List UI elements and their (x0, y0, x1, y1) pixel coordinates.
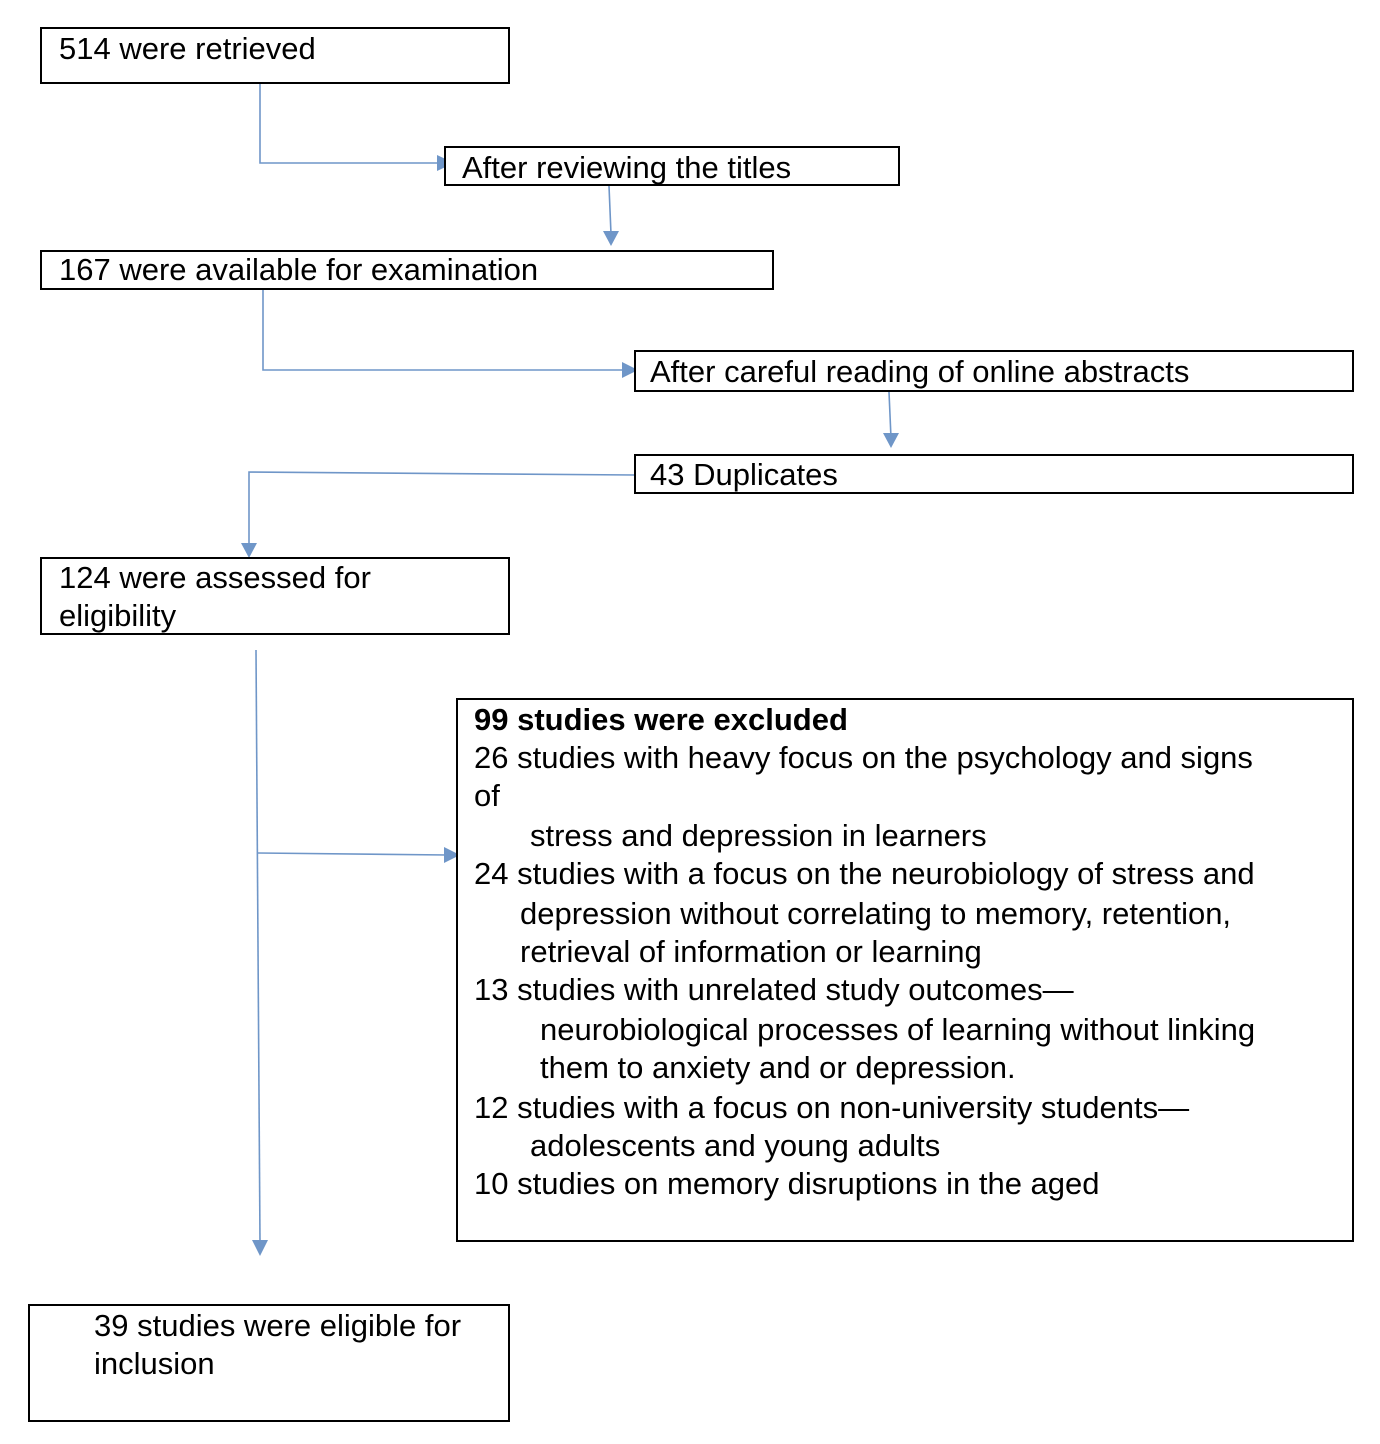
connector-branch-to-excluded (257, 852, 449, 856)
arrowhead-eligible (252, 1240, 268, 1256)
abstracts-label: After careful reading of online abstract… (650, 354, 1190, 389)
connector-duplicates-to-assessed (248, 471, 636, 546)
arrowhead-assessed (241, 543, 257, 558)
excluded-line: adolescents and young adults (530, 1128, 941, 1163)
available-label: 167 were available for examination (59, 252, 539, 287)
box-duplicates (634, 454, 1354, 494)
arrowhead-abstracts (622, 362, 638, 378)
box-available (40, 250, 774, 290)
excluded-line: 13 studies with unrelated study outcomes… (474, 972, 1074, 1007)
assessed-label-line2: eligibility (59, 598, 177, 633)
excluded-line: 12 studies with a focus on non-universit… (474, 1090, 1190, 1125)
connector-available-to-abstracts (262, 290, 625, 371)
connector-titles-to-available (608, 185, 612, 235)
excluded-line: 10 studies on memory disruptions in the … (474, 1166, 1100, 1201)
box-eligible (28, 1304, 510, 1422)
excluded-line: retrieval of information or learning (520, 934, 982, 969)
box-assessed (40, 557, 510, 635)
eligible-label-line1: 39 studies were eligible for (94, 1308, 462, 1343)
arrowhead-available (603, 231, 619, 246)
box-excluded (456, 698, 1354, 1242)
arrowhead-duplicates (883, 433, 899, 448)
retrieved-label: 514 were retrieved (59, 31, 316, 66)
eligible-label-line2: inclusion (94, 1346, 215, 1381)
excluded-line: 26 studies with heavy focus on the psych… (474, 740, 1253, 775)
excluded-line: depression without correlating to memory… (520, 896, 1232, 931)
excluded-line: of (474, 778, 500, 813)
box-abstracts (634, 350, 1354, 392)
duplicates-label: 43 Duplicates (650, 457, 838, 492)
box-retrieved (40, 27, 510, 84)
connector-retrieved-to-titles (259, 84, 440, 164)
box-titles (444, 146, 900, 186)
excluded-heading: 99 studies were excluded (474, 702, 848, 737)
titles-label: After reviewing the titles (462, 150, 792, 185)
connector-assessed-to-eligible (255, 649, 261, 1243)
excluded-line: stress and depression in learners (530, 818, 987, 853)
arrowhead-excluded (444, 847, 460, 863)
assessed-label-line1: 124 were assessed for (59, 560, 371, 595)
excluded-line: neurobiological processes of learning wi… (540, 1012, 1256, 1047)
connector-abstracts-to-duplicates (888, 391, 892, 439)
excluded-line: them to anxiety and or depression. (540, 1050, 1016, 1085)
excluded-line: 24 studies with a focus on the neurobiol… (474, 856, 1255, 891)
